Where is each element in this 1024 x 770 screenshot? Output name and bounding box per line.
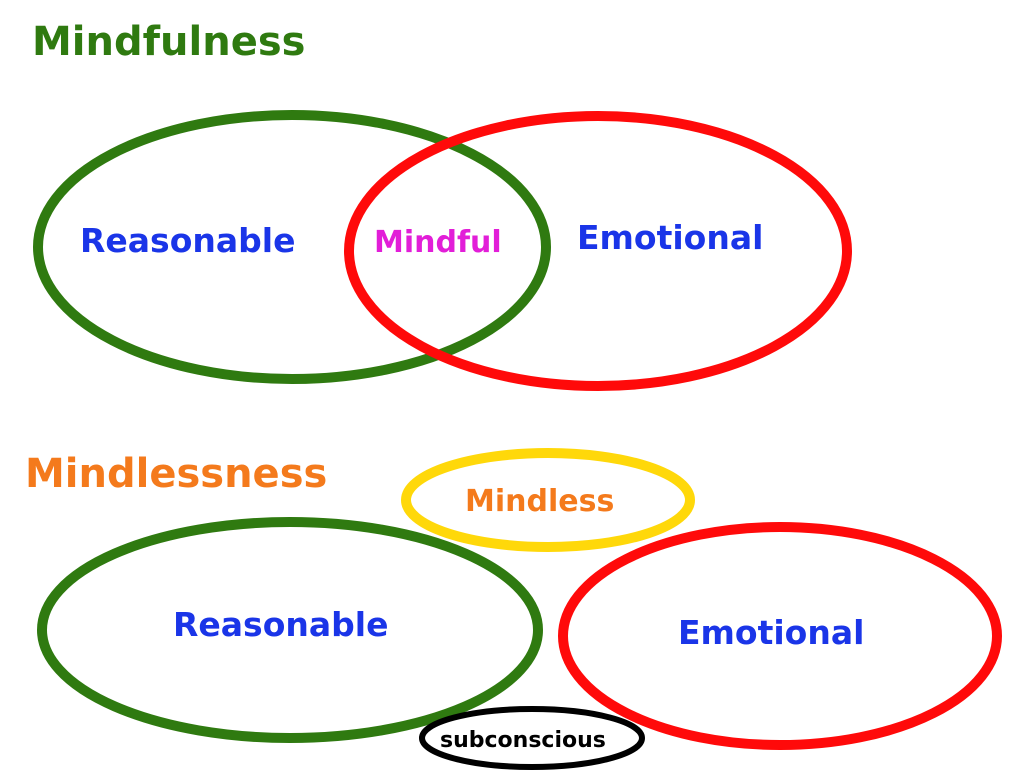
emotional-label-bottom: Emotional — [678, 613, 864, 652]
emotional-ellipse-bottom — [558, 522, 1002, 750]
emotional-label-top: Emotional — [577, 218, 763, 257]
mindlessness-title: Mindlessness — [25, 451, 327, 497]
mindless-ellipse — [401, 448, 695, 552]
subconscious-label: subconscious — [440, 728, 606, 753]
reasonable-label-bottom: Reasonable — [173, 605, 388, 644]
mindful-label: Mindful — [374, 225, 502, 260]
subconscious-ellipse — [419, 706, 645, 770]
mindfulness-title: Mindfulness — [32, 19, 305, 65]
reasonable-ellipse-top — [33, 110, 551, 384]
reasonable-label-top: Reasonable — [80, 221, 295, 260]
reasonable-ellipse-bottom — [37, 517, 543, 743]
emotional-ellipse-top — [344, 111, 852, 391]
mindless-label: Mindless — [465, 484, 614, 519]
